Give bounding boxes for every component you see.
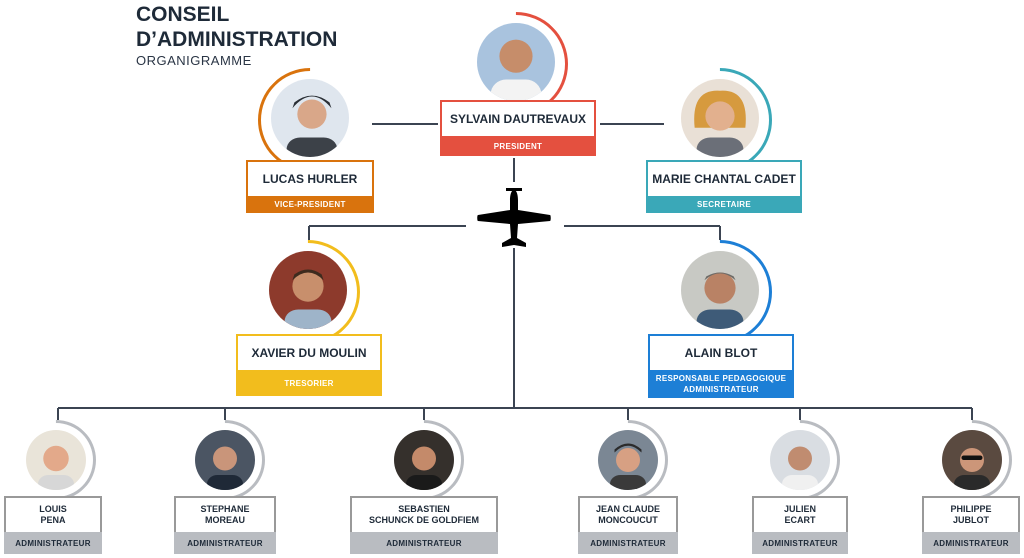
treasurer-name-card: XAVIER DU MOULIN [236, 334, 382, 370]
title-line-2: D’ADMINISTRATION [136, 28, 338, 51]
treasurer-role-badge: TRESORIER [236, 370, 382, 396]
pedagogy-name-card: ALAIN BLOT [648, 334, 794, 370]
vice-avatar [268, 76, 352, 160]
president-name-card: SYLVAIN DAUTREVAUX [440, 100, 596, 136]
admin-1-name-line-1: LOUIS [39, 504, 67, 514]
admin-5-name-card: JULIEN ECART [752, 496, 848, 532]
vice-name-card: LUCAS HURLER [246, 160, 374, 196]
admin-4-name-card: JEAN CLAUDE MONCOUCUT [578, 496, 678, 532]
president-name: SYLVAIN DAUTREVAUX [449, 112, 586, 126]
admin-6-name-line-2: JUBLOT [953, 515, 989, 525]
admin-3-name-line-2: SCHUNCK DE GOLDFIEM [369, 515, 479, 525]
pedagogy-role-line-1: RESPONSABLE PEDAGOGIQUE [655, 374, 787, 383]
admin-4-name-line-1: JEAN CLAUDE [595, 504, 660, 514]
admin-4-name-line-2: MONCOUCUT [598, 515, 658, 525]
admin-6-name-card: PHILIPPE JUBLOT [922, 496, 1020, 532]
admin-4-role-badge: ADMINISTRATEUR [578, 532, 678, 554]
chart-title: CONSEIL D’ADMINISTRATION [136, 2, 337, 52]
admin-1-avatar [23, 427, 89, 493]
treasurer-role: TRESORIER [284, 378, 334, 388]
secretary-role-badge: SECRETAIRE [646, 196, 802, 213]
admin-3-name-card: SEBASTIEN SCHUNCK DE GOLDFIEM [350, 496, 498, 532]
admin-1-name-line-2: PENA [40, 515, 66, 525]
admin-6-name-line-1: PHILIPPE [950, 504, 992, 514]
admin-5-name-line-2: ECART [784, 515, 816, 525]
president-role: PRESIDENT [493, 141, 543, 151]
admin-2-name-line-1: STEPHANE [200, 504, 250, 514]
treasurer-name: XAVIER DU MOULIN [251, 346, 367, 360]
admin-4-avatar [595, 427, 661, 493]
admin-2-role: ADMINISTRATEUR [187, 538, 263, 548]
admin-2-avatar [192, 427, 258, 493]
vice-role-badge: VICE-PRESIDENT [246, 196, 374, 213]
admin-1-role-badge: ADMINISTRATEUR [4, 532, 102, 554]
pedagogy-avatar [678, 248, 762, 332]
admin-3-avatar [391, 427, 457, 493]
secretary-avatar [678, 76, 762, 160]
secretary-name-card: MARIE CHANTAL CADET [646, 160, 802, 196]
vice-role: VICE-PRESIDENT [274, 200, 346, 209]
president-role-badge: PRESIDENT [440, 136, 596, 156]
admin-5-name-line-1: JULIEN [783, 504, 816, 514]
pedagogy-name: ALAIN BLOT [684, 346, 758, 360]
secretary-role: SECRETAIRE [697, 200, 751, 209]
admin-3-name-line-1: SEBASTIEN [398, 504, 450, 514]
admin-2-name-card: STEPHANE MOREAU [174, 496, 276, 532]
admin-2-name-line-2: MOREAU [205, 515, 245, 525]
admin-6-avatar [939, 427, 1005, 493]
admin-3-role-badge: ADMINISTRATEUR [350, 532, 498, 554]
president-avatar [474, 20, 558, 104]
vice-name: LUCAS HURLER [262, 172, 358, 186]
admin-3-role: ADMINISTRATEUR [386, 538, 462, 548]
admin-5-role-badge: ADMINISTRATEUR [752, 532, 848, 554]
secretary-name: MARIE CHANTAL CADET [652, 172, 796, 186]
chart-subtitle: ORGANIGRAMME [136, 53, 252, 68]
admin-6-role: ADMINISTRATEUR [933, 538, 1009, 548]
admin-1-role: ADMINISTRATEUR [15, 538, 91, 548]
admin-5-avatar [767, 427, 833, 493]
admin-2-role-badge: ADMINISTRATEUR [174, 532, 276, 554]
admin-1-name-card: LOUIS PENA [4, 496, 102, 532]
treasurer-avatar [266, 248, 350, 332]
airplane-icon [476, 188, 552, 259]
pedagogy-role-line-2: ADMINISTRATEUR [683, 385, 759, 394]
title-line-1: CONSEIL [136, 3, 230, 26]
pedagogy-role-badge: RESPONSABLE PEDAGOGIQUE ADMINISTRATEUR [648, 370, 794, 398]
admin-6-role-badge: ADMINISTRATEUR [922, 532, 1020, 554]
admin-5-role: ADMINISTRATEUR [762, 538, 838, 548]
admin-4-role: ADMINISTRATEUR [590, 538, 666, 548]
